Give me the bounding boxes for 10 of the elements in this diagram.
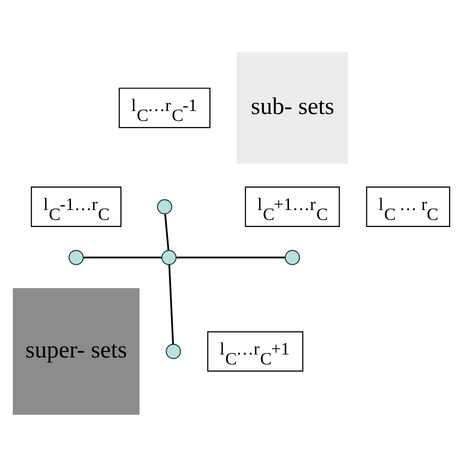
connector xyxy=(82,256,162,258)
node-circle xyxy=(68,250,84,266)
connector xyxy=(164,214,169,250)
node-circle xyxy=(284,250,300,266)
node-circle xyxy=(156,199,172,214)
connector xyxy=(176,256,285,258)
connector xyxy=(168,264,174,344)
node-box: super- sets xyxy=(12,288,139,415)
node-circle xyxy=(160,250,176,266)
node-circle xyxy=(165,344,180,360)
